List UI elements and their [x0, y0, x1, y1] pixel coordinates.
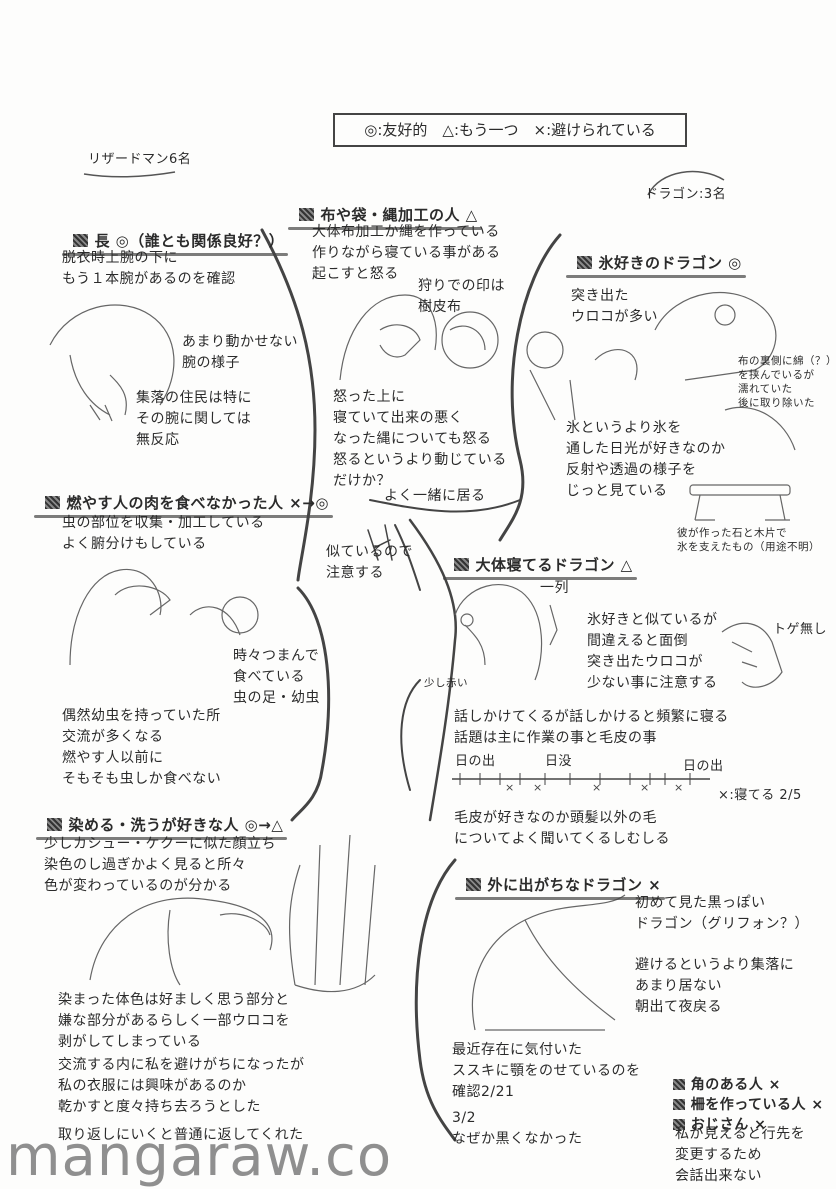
svg-text:×: ×: [592, 781, 601, 794]
heading-marker-icon: [466, 878, 482, 891]
bug-eater-note-1: 虫の部位を収集・加工している よく腑分けもしている: [62, 515, 265, 552]
other-item-horned: 角のある人 ×: [662, 1058, 781, 1094]
chief-sketch: [49, 304, 175, 422]
lizardman-count-label: リザードマン6名: [88, 152, 192, 167]
svg-text:×: ×: [533, 781, 542, 794]
others-note: 私が見えると行先を 変更するため 会話出来ない: [675, 1126, 806, 1184]
chief-note-2: あまり動かせない 腕の様子: [182, 334, 298, 371]
black-dragon-sketch: [471, 894, 626, 1031]
ice-dragon-note-2: 布の裏側に綿（？） を挟んでいるが 濡れていた 後に取り除いた: [738, 355, 836, 409]
dyer-heading: 染める・洗うが好きな人 ◎→△: [36, 796, 288, 840]
ice-dragon-note-3: 氷というより氷を 通した日光が好きなのか 反射や透過の様子を じっと見ている: [566, 420, 726, 499]
outside-dragon-note-3: 最近存在に気付いた ススキに顎をのせているのを 確認2/21: [452, 1042, 641, 1100]
heading-marker-icon: [73, 234, 89, 247]
chief-note-3: 集落の住民は特に その腕に関しては 無反応: [136, 390, 252, 448]
dyer-note-1: 少しカシュー・ケクーに似た顔立ち 染色のし過ぎかよく見ると所々 色が変わっている…: [44, 836, 276, 894]
outside-dragon-note-4: 3/2 なぜか黒くなかった: [452, 1110, 583, 1147]
timeline-sunrise-2: 日の出: [683, 759, 724, 774]
outside-dragon-heading: 外に出がちなドラゴン ×: [455, 856, 666, 900]
rope-maker-sketch: [339, 294, 499, 381]
heading-marker-icon: [47, 818, 63, 831]
rope-maker-note-3: 怒った上に 寝ていて出来の悪く なった縄についても怒る 怒るというより動じている…: [333, 389, 507, 489]
heading-marker-icon: [454, 558, 470, 571]
outside-dragon-note-1: 初めて見た黒っぽい ドラゴン（グリフォン？）: [635, 895, 809, 932]
dyer-note-2: 染まった体色は好ましく思う部分と 嫌な部分があるらしく一部ウロコを 剥がしてしま…: [58, 992, 290, 1050]
heading-marker-icon: [299, 208, 315, 221]
similar-note: 似ているので 注意する: [326, 544, 413, 581]
ice-stand-sketch: [689, 484, 791, 521]
svg-text:×: ×: [640, 781, 649, 794]
hand-sketch: [288, 834, 376, 993]
rope-maker-note-2: 狩りでの印は 樹皮布: [418, 278, 505, 315]
heading-marker-icon: [672, 1099, 685, 1110]
dyer-sketch: [89, 897, 273, 986]
heading-marker-icon: [672, 1119, 685, 1130]
sleepy-dragon-heading: 大体寝てるドラゴン △: [443, 536, 637, 580]
sleepy-dragon-note-3: 毛皮が好きなのか頭髪以外の毛 についてよく聞いてくるしむしる: [454, 810, 670, 847]
ice-dragon-note-1: 突き出た ウロコが多い: [571, 288, 658, 325]
sleepy-dragon-label-spike: トゲ無し: [773, 622, 828, 637]
dyer-note-4: 取り返しにいくと普通に返してくれた: [58, 1127, 304, 1143]
heading-marker-icon: [45, 496, 61, 509]
bug-eater-heading: 燃やす人の肉を食べなかった人 ×→◎: [34, 474, 333, 518]
svg-text:×: ×: [505, 781, 514, 794]
heading-marker-icon: [577, 256, 593, 269]
claw-sketch: [721, 622, 783, 688]
ice-dragon-note-4: 彼が作った石と木片で 氷を支えたもの（用途不明）: [677, 527, 820, 553]
sleepy-dragon-sketch: [454, 584, 558, 681]
chief-heading: 長 ◎（誰とも関係良好？）: [62, 212, 289, 256]
sleepy-dragon-label-red: 少し赤い: [424, 677, 468, 689]
dragon-count-label: ドラゴン:3名: [645, 187, 727, 202]
legend-box: ◎:友好的 △:もう一つ ×:避けられている: [333, 113, 687, 147]
other-item-old-man: おじさん ×: [662, 1098, 766, 1134]
together-note: よく一緒に居る: [384, 488, 486, 504]
heading-marker-icon: [672, 1079, 685, 1090]
dyer-note-3: 交流する内に私を避けがちになったが 私の衣服には興味があるのか 乾かすと度々持ち…: [58, 1057, 305, 1115]
ice-dragon-sketch: [526, 291, 796, 451]
rope-maker-note-1: 大体布加工か縄を作っている 作りながら寝ている事がある 起こすと怒る: [312, 224, 501, 282]
chief-note-1: 脱衣時上腕の下に もう１本腕があるのを確認: [62, 250, 236, 287]
bug-eater-note-2: 時々つまんで 食べている 虫の足・幼虫: [233, 648, 320, 706]
bug-eater-note-3: 偶然幼虫を持っていた所 交流が多くなる 燃やす人以前に そもそも虫しか食べない: [62, 708, 222, 787]
other-item-fence: 柵を作っている人 ×: [662, 1078, 824, 1114]
timeline-sunset: 日没: [545, 754, 573, 769]
sleep-ratio: ×:寝てる 2/5: [718, 788, 802, 803]
outside-dragon-note-2: 避けるというより集落に あまり居ない 朝出て夜戻る: [635, 957, 795, 1015]
sleepy-dragon-note-1: 氷好きと似ているが 間違えると面倒 突き出たウロコが 少ない事に注意する: [587, 612, 718, 691]
sleepy-dragon-note-2: 話しかけてくるが話しかけると頻繁に寝る 話題は主に作業の事と毛皮の事: [454, 709, 729, 746]
timeline-sunrise: 日の出: [455, 754, 496, 769]
rope-maker-heading: 布や袋・縄加工の人 △: [288, 186, 482, 230]
watermark: mangaraw.co: [6, 1124, 393, 1189]
sleepy-dragon-label-row: 一列: [540, 580, 569, 596]
svg-text:×: ×: [674, 781, 683, 794]
ice-dragon-heading: 氷好きのドラゴン ◎: [566, 234, 746, 278]
bug-eater-sketch: [69, 568, 259, 666]
